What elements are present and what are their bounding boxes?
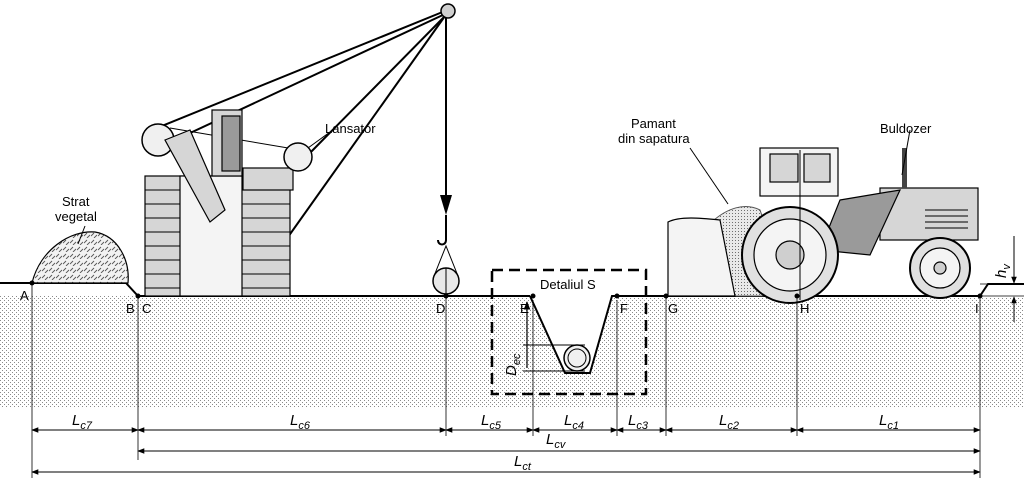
dim-lc5-main: L <box>481 412 489 429</box>
point-e-label: E <box>520 301 529 316</box>
pipelayer-label: Lansator <box>325 121 376 136</box>
point-f-label: F <box>620 301 628 316</box>
detail-s-label: Detaliul S <box>540 277 596 292</box>
dim-lc7-label: Lc7 <box>72 412 93 432</box>
dim-lc1-main: L <box>879 412 887 429</box>
dim-lct-label: Lct <box>514 453 532 473</box>
dim-lc5-label: Lc5 <box>481 412 502 432</box>
topsoil-label-line1: Strat <box>62 194 90 209</box>
dim-lct-main: L <box>514 453 522 470</box>
dim-lc3-sub: c3 <box>636 420 649 432</box>
dim-lc3-main: L <box>628 412 636 429</box>
dim-hv-main: h <box>993 270 1010 278</box>
point-markers <box>29 280 983 299</box>
dim-lc6-label: Lc6 <box>290 412 311 432</box>
point-g-label: G <box>668 301 678 316</box>
pipelayer-machine <box>141 3 456 297</box>
dim-dec-sub: ec <box>511 353 523 365</box>
point-i-label: I <box>975 301 979 316</box>
point-c-label: C <box>142 301 151 316</box>
dim-lc4-sub: c4 <box>572 420 584 432</box>
reference-lines <box>31 283 1024 478</box>
point-b-label: B <box>126 301 135 316</box>
dim-lcv-main: L <box>546 431 554 448</box>
point-d-label: D <box>436 301 445 316</box>
dim-lc3-label: Lc3 <box>628 412 649 432</box>
dim-lc6-main: L <box>290 412 298 429</box>
excavated-earth-label-line2: din sapatura <box>618 131 690 146</box>
point-a-label: A <box>20 288 29 303</box>
dim-lct-sub: ct <box>522 461 532 473</box>
dim-lc2-main: L <box>719 412 727 429</box>
dim-lc2-sub: c2 <box>727 420 739 432</box>
excavated-earth-label-line1: Pamant <box>631 116 676 131</box>
dim-lc4-label: Lc4 <box>564 412 584 432</box>
point-h-label: H <box>800 301 809 316</box>
dim-lc7-main: L <box>72 412 80 429</box>
dim-lc1-label: Lc1 <box>879 412 899 432</box>
ground <box>0 282 1024 408</box>
dim-lcv-label: Lcv <box>546 431 567 451</box>
dim-hv-label: hv <box>993 263 1013 278</box>
topsoil-label-line2: vegetal <box>55 209 97 224</box>
dimension-lines <box>31 236 1017 475</box>
dim-lc1-sub: c1 <box>887 420 899 432</box>
dim-lc6-sub: c6 <box>298 420 311 432</box>
dim-lc5-sub: c5 <box>489 420 502 432</box>
leader-lines <box>77 129 911 245</box>
suspended-pipe <box>432 244 460 295</box>
dim-lc2-label: Lc2 <box>719 412 739 432</box>
dim-dec-main: D <box>503 365 520 376</box>
dim-dec-label: Dec <box>503 353 523 376</box>
dim-lc7-sub: c7 <box>80 420 93 432</box>
dim-lcv-sub: cv <box>554 439 567 451</box>
dim-hv-sub: v <box>1001 263 1013 270</box>
dim-lc4-main: L <box>564 412 572 429</box>
topsoil-heap <box>31 231 129 284</box>
bulldozer-label: Buldozer <box>880 121 932 136</box>
bulldozer-machine <box>667 147 979 304</box>
